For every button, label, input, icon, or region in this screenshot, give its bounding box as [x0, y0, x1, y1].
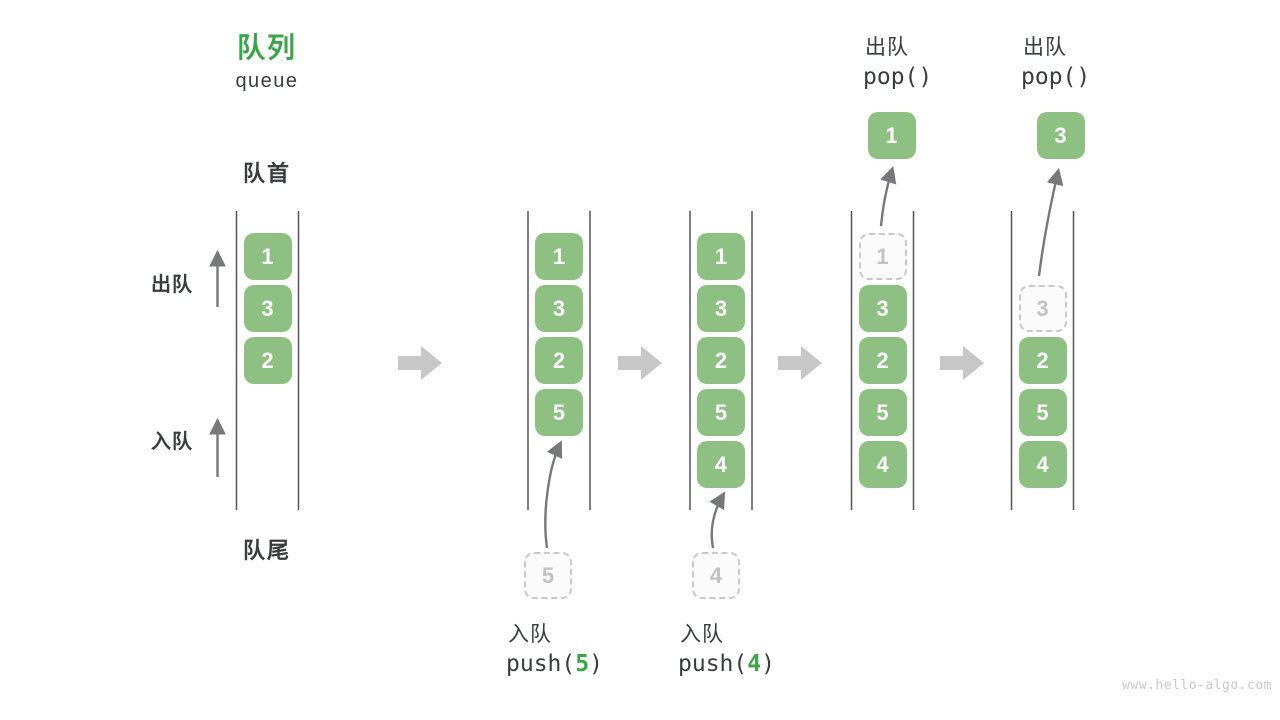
op-code-arg: 5	[575, 651, 590, 677]
pop-arrow	[1037, 167, 1064, 277]
enqueue-op-label: 入队	[680, 623, 724, 646]
op-code-fn: push(	[506, 651, 576, 677]
queue-item-box: 1	[535, 233, 583, 280]
pop-arrow	[879, 165, 897, 227]
queue-item-box: 4	[858, 441, 907, 488]
op-code: pop()	[1021, 64, 1090, 90]
op-code-fn: pop(	[1021, 64, 1077, 90]
transition-arrow	[778, 346, 822, 380]
op-code-fn: push(	[678, 651, 748, 677]
queue-item-box: 5	[1018, 389, 1067, 436]
op-code-close: )	[1076, 64, 1091, 90]
transition-arrow	[618, 346, 662, 380]
queue-item-box: 2	[1018, 337, 1067, 384]
queue-item-box: 1	[697, 233, 745, 280]
removed-item-placeholder: 3	[1018, 285, 1067, 332]
push-arrow	[544, 440, 563, 549]
dequeue-side-label: 出队	[151, 274, 193, 296]
popped-item-box: 3	[1036, 112, 1085, 159]
queue-item-box: 2	[858, 337, 907, 384]
diagram-title-zh: 队列	[236, 32, 297, 63]
op-code: push(5)	[506, 651, 603, 677]
queue-item-box: 2	[535, 337, 583, 384]
transition-arrow	[940, 346, 984, 380]
transition-arrow	[398, 346, 442, 380]
queue-item-box: 5	[697, 389, 745, 436]
queue-item-box: 2	[697, 337, 745, 384]
op-code-fn: pop(	[863, 64, 919, 90]
queue-item-box: 3	[535, 285, 583, 332]
op-code: pop()	[863, 64, 932, 90]
op-code-close: )	[918, 64, 933, 90]
queue-front-label: 队首	[242, 161, 291, 186]
diagram-title-en: queue	[235, 70, 299, 92]
queue-item-box: 3	[858, 285, 907, 332]
op-code-close: )	[589, 651, 603, 677]
queue-item-box: 2	[243, 337, 292, 384]
queue-item-box: 3	[697, 285, 745, 332]
enqueue-side-label: 入队	[151, 431, 193, 453]
queue-item-box: 4	[1018, 441, 1067, 488]
watermark: www.hello-algo.com	[1122, 678, 1272, 693]
enqueue-op-label: 入队	[508, 623, 552, 646]
queue-item-box: 3	[243, 285, 292, 332]
queue-item-box: 5	[858, 389, 907, 436]
push-arrow	[709, 491, 726, 549]
removed-item-placeholder: 1	[858, 233, 907, 280]
op-code-arg: 4	[747, 651, 762, 677]
op-code-close: )	[761, 651, 775, 677]
queue-item-box: 1	[243, 233, 292, 280]
dequeue-op-label: 出队	[865, 36, 909, 59]
op-code: push(4)	[678, 651, 775, 677]
incoming-item-box: 4	[692, 552, 740, 599]
queue-item-box: 4	[697, 441, 745, 488]
dequeue-op-label: 出队	[1023, 36, 1067, 59]
queue-rear-label: 队尾	[242, 538, 291, 563]
popped-item-box: 1	[867, 112, 916, 159]
incoming-item-box: 5	[524, 552, 572, 599]
queue-item-box: 5	[535, 389, 583, 436]
